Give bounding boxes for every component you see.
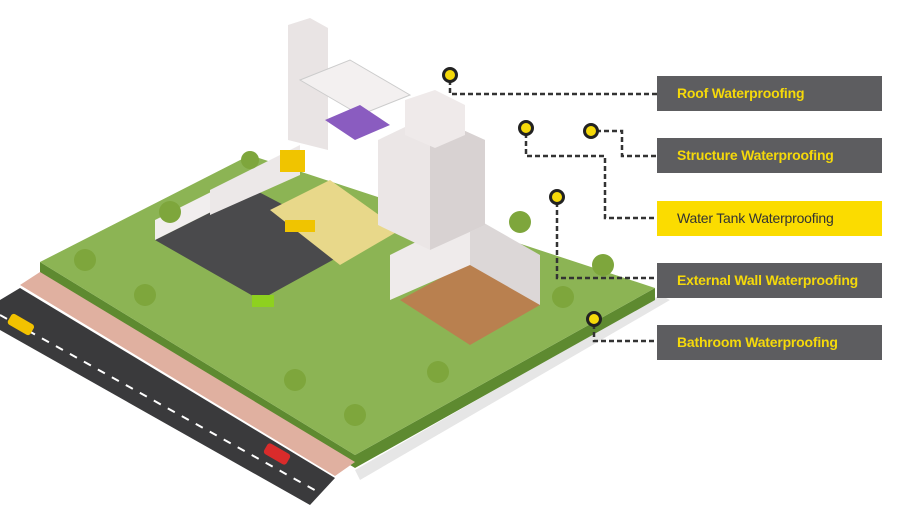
road [0, 288, 335, 505]
label-water-tank-waterproofing[interactable]: Water Tank Waterproofing [657, 201, 882, 236]
yellow-car [7, 313, 35, 336]
trees [74, 151, 614, 426]
lawn-edge [40, 262, 655, 468]
bathroom-leader-line [592, 324, 657, 343]
external-wall-marker-icon[interactable] [549, 189, 565, 205]
label-external-wall-waterproofing[interactable]: External Wall Waterproofing [657, 263, 882, 298]
label-bathroom-waterproofing[interactable]: Bathroom Waterproofing [657, 325, 882, 360]
water-tank [405, 90, 465, 148]
external-wall-leader-line [555, 202, 657, 280]
roof-leader-line [448, 80, 657, 96]
red-car [263, 443, 291, 465]
bathroom-floor [400, 262, 540, 345]
bathroom-marker-icon[interactable] [586, 311, 602, 327]
water-tank-leader-line [524, 133, 657, 220]
structure-leader-line [596, 129, 657, 158]
structure-marker-icon[interactable] [583, 123, 599, 139]
sidewalk [20, 272, 355, 476]
label-structure-waterproofing[interactable]: Structure Waterproofing [657, 138, 882, 173]
water-tank-marker-icon[interactable] [518, 120, 534, 136]
roof-marker-icon[interactable] [442, 67, 458, 83]
label-roof-waterproofing[interactable]: Roof Waterproofing [657, 76, 882, 111]
roof-slab [298, 59, 412, 116]
